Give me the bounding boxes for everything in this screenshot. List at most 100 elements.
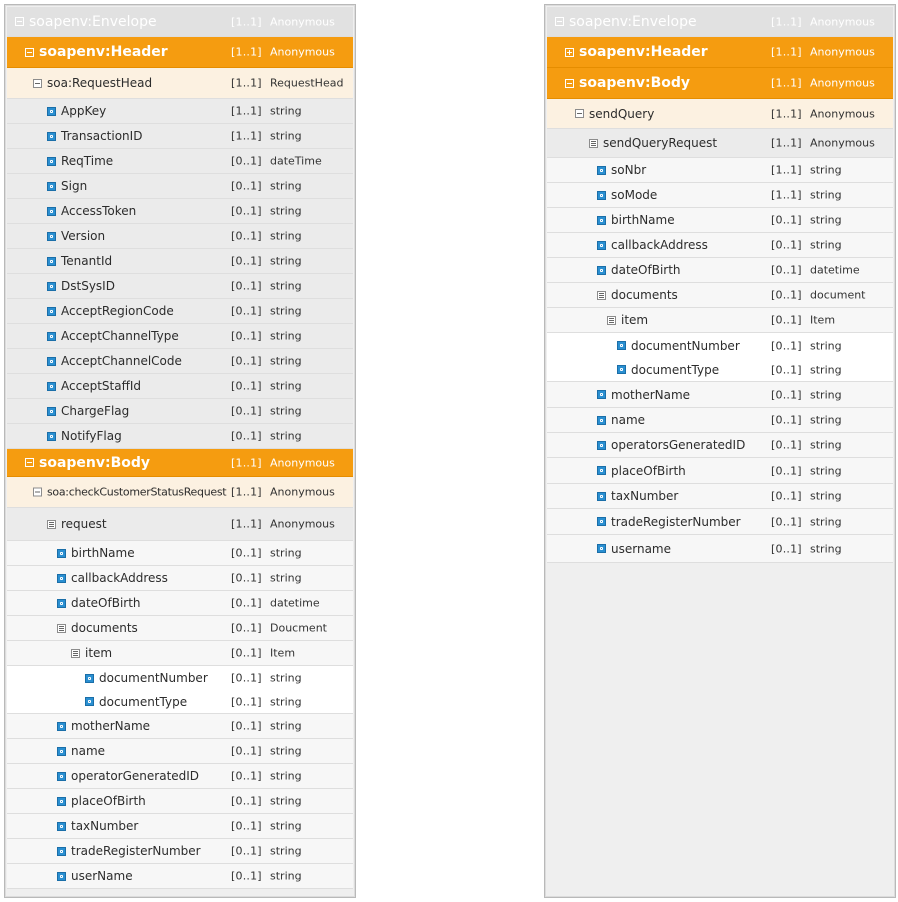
- tree-row[interactable]: placeOfBirth[0..1]string: [547, 458, 893, 484]
- tree-row[interactable]: tradeRegisterNumber[0..1]string: [547, 509, 893, 535]
- element-icon: [47, 306, 56, 316]
- type-name: Anonymous: [270, 45, 335, 59]
- tree-row[interactable]: soNbr[1..1]string: [547, 158, 893, 183]
- node-label: soMode: [597, 188, 657, 202]
- node-name: tradeRegisterNumber: [611, 514, 741, 529]
- collapse-icon[interactable]: [565, 78, 574, 88]
- cardinality: [0..1]: [771, 339, 802, 352]
- tree-row[interactable]: Sign[0..1]string: [7, 174, 353, 199]
- tree-row[interactable]: item[0..1]Item: [547, 308, 893, 333]
- expand-icon[interactable]: [565, 47, 574, 57]
- collapse-icon[interactable]: [71, 648, 80, 658]
- collapse-icon[interactable]: [597, 290, 606, 300]
- collapse-icon[interactable]: [33, 78, 42, 88]
- element-icon: [47, 206, 56, 216]
- tree-row[interactable]: AcceptRegionCode[0..1]string: [7, 299, 353, 324]
- tree-row[interactable]: soMode[1..1]string: [547, 183, 893, 208]
- tree-row[interactable]: NotifyFlag[0..1]string: [7, 424, 353, 449]
- collapse-icon[interactable]: [589, 138, 598, 148]
- cardinality: [1..1]: [771, 15, 802, 28]
- collapse-icon[interactable]: [15, 17, 24, 26]
- tree-row[interactable]: placeOfBirth[0..1]string: [7, 789, 353, 814]
- tree-row[interactable]: username[0..1]string: [547, 535, 893, 563]
- tree-row[interactable]: callbackAddress[0..1]string: [7, 566, 353, 591]
- tree-row[interactable]: operatorsGeneratedID[0..1]string: [547, 433, 893, 458]
- node-name: TransactionID: [61, 129, 143, 143]
- type-name: Anonymous: [270, 456, 335, 469]
- tree-row[interactable]: documentNumber[0..1]string: [7, 666, 353, 690]
- node-name: soapenv:Body: [39, 454, 151, 471]
- collapse-icon[interactable]: [57, 623, 66, 633]
- tree-row[interactable]: birthName[0..1]string: [547, 208, 893, 233]
- tree-row[interactable]: soapenv:Body[1..1]Anonymous: [547, 68, 893, 99]
- collapse-icon[interactable]: [33, 487, 42, 497]
- type-name: Item: [810, 313, 836, 327]
- element-icon: [597, 215, 606, 225]
- collapse-icon[interactable]: [607, 315, 616, 325]
- tree-row[interactable]: callbackAddress[0..1]string: [547, 233, 893, 258]
- tree-row[interactable]: TransactionID[1..1]string: [7, 124, 353, 149]
- collapse-icon[interactable]: [555, 17, 564, 26]
- type-name: string: [270, 794, 302, 808]
- cardinality: [1..1]: [231, 104, 262, 118]
- tree-row[interactable]: sendQuery[1..1]Anonymous: [547, 99, 893, 129]
- tree-row[interactable]: documents[0..1]document: [547, 283, 893, 308]
- collapse-icon[interactable]: [575, 109, 584, 118]
- cardinality: [0..1]: [231, 179, 262, 193]
- tree-row[interactable]: TenantId[0..1]string: [7, 249, 353, 274]
- collapse-icon[interactable]: [47, 519, 56, 529]
- tree-row[interactable]: DstSysID[0..1]string: [7, 274, 353, 299]
- tree-row[interactable]: soapenv:Header[1..1]Anonymous: [547, 37, 893, 68]
- tree-row[interactable]: soapenv:Header[1..1]Anonymous: [7, 37, 353, 68]
- type-name: string: [810, 363, 842, 376]
- type-name: string: [270, 571, 302, 585]
- type-name: string: [810, 542, 842, 555]
- tree-row[interactable]: documents[0..1]Doucment: [7, 616, 353, 641]
- tree-row[interactable]: name[0..1]string: [547, 408, 893, 433]
- tree-row[interactable]: AppKey[1..1]string: [7, 99, 353, 124]
- tree-row[interactable]: documentType[0..1]string: [7, 690, 353, 714]
- tree-row[interactable]: userName[0..1]string: [7, 864, 353, 889]
- tree-row[interactable]: dateOfBirth[0..1]datetime: [547, 258, 893, 283]
- tree-row[interactable]: ChargeFlag[0..1]string: [7, 399, 353, 424]
- tree-row[interactable]: AcceptChannelCode[0..1]string: [7, 349, 353, 374]
- tree-row[interactable]: AcceptStaffId[0..1]string: [7, 374, 353, 399]
- tree-row[interactable]: AccessToken[0..1]string: [7, 199, 353, 224]
- tree-row[interactable]: soa:RequestHead[1..1]RequestHead: [7, 68, 353, 99]
- type-name: string: [270, 204, 302, 218]
- tree-row[interactable]: AcceptChannelType[0..1]string: [7, 324, 353, 349]
- tree-row[interactable]: name[0..1]string: [7, 739, 353, 764]
- tree-row[interactable]: item[0..1]Item: [7, 641, 353, 666]
- tree-row[interactable]: documentType[0..1]string: [547, 358, 893, 382]
- tree-row[interactable]: motherName[0..1]string: [547, 382, 893, 408]
- element-icon: [57, 871, 66, 881]
- node-label: userName: [57, 869, 133, 883]
- type-name: string: [270, 104, 302, 118]
- tree-row[interactable]: soa:checkCustomerStatusRequest[1..1]Anon…: [7, 477, 353, 508]
- tree-row[interactable]: soapenv:Body[1..1]Anonymous: [7, 449, 353, 477]
- tree-row[interactable]: Version[0..1]string: [7, 224, 353, 249]
- tree-row[interactable]: documentNumber[0..1]string: [547, 333, 893, 358]
- tree-row[interactable]: dateOfBirth[0..1]datetime: [7, 591, 353, 616]
- collapse-icon[interactable]: [25, 47, 34, 57]
- tree-row[interactable]: soapenv:Envelope[1..1]Anonymous: [7, 7, 353, 37]
- element-icon: [597, 544, 606, 553]
- tree-row[interactable]: taxNumber[0..1]string: [7, 814, 353, 839]
- tree-row[interactable]: request[1..1]Anonymous: [7, 508, 353, 541]
- tree-row[interactable]: motherName[0..1]string: [7, 714, 353, 739]
- collapse-icon[interactable]: [25, 458, 34, 467]
- tree-row[interactable]: sendQueryRequest[1..1]Anonymous: [547, 129, 893, 158]
- node-name: NotifyFlag: [61, 429, 122, 443]
- tree-row[interactable]: birthName[0..1]string: [7, 541, 353, 566]
- cardinality: [0..1]: [231, 769, 262, 783]
- tree-row[interactable]: tradeRegisterNumber[0..1]string: [7, 839, 353, 864]
- element-icon: [57, 796, 66, 806]
- type-name: string: [270, 379, 302, 393]
- tree-row[interactable]: ReqTime[0..1]dateTime: [7, 149, 353, 174]
- cardinality: [0..1]: [771, 388, 802, 401]
- tree-row[interactable]: soapenv:Envelope[1..1]Anonymous: [547, 7, 893, 37]
- tree-row[interactable]: operatorGeneratedID[0..1]string: [7, 764, 353, 789]
- tree-row[interactable]: taxNumber[0..1]string: [547, 484, 893, 509]
